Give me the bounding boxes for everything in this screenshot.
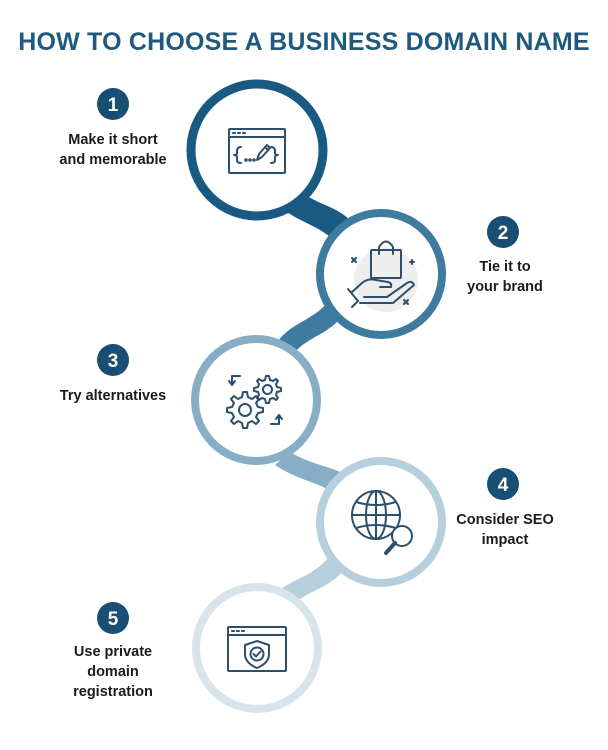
step-number-2: 2 bbox=[498, 223, 509, 244]
step-4-label: Consider SEO impact bbox=[440, 510, 570, 550]
step-badge-3: 3 bbox=[97, 344, 129, 376]
step-1-label: Make it short and memorable bbox=[38, 130, 188, 170]
step-5-label: Use private domain registration bbox=[38, 642, 188, 702]
step-5-label-line-3: registration bbox=[73, 684, 153, 700]
step-3-label-line-1: Try alternatives bbox=[59, 388, 167, 404]
step-4 bbox=[316, 457, 446, 587]
connector-2-3 bbox=[275, 300, 345, 352]
step-badge-4: 4 bbox=[487, 468, 519, 500]
step-number-1: 1 bbox=[108, 95, 119, 116]
step-4-label-line-1: Consider SEO bbox=[456, 512, 554, 528]
step-5-label-line-2: domain bbox=[87, 664, 139, 680]
hand-bag-icon bbox=[347, 240, 415, 308]
step-4-inner bbox=[336, 477, 426, 567]
step-1-label-line-2: and memorable bbox=[59, 152, 167, 168]
code-window-icon bbox=[228, 128, 286, 174]
step-badge-5: 5 bbox=[97, 602, 129, 634]
step-number-4: 4 bbox=[498, 475, 509, 496]
step-5-label-line-1: Use private bbox=[73, 644, 153, 660]
step-badge-1: 1 bbox=[97, 88, 129, 120]
globe-search-icon bbox=[351, 490, 413, 555]
step-1-label-line-1: Make it short bbox=[68, 132, 158, 148]
step-2-label-line-1: Tie it to bbox=[479, 259, 531, 275]
step-3-label: Try alternatives bbox=[38, 386, 188, 406]
step-2 bbox=[316, 209, 446, 339]
step-5 bbox=[192, 583, 322, 713]
step-1 bbox=[186, 79, 328, 221]
step-3-inner bbox=[211, 355, 301, 445]
step-number-3: 3 bbox=[108, 351, 119, 372]
gears-icon bbox=[226, 375, 283, 429]
step-2-label-line-2: your brand bbox=[467, 279, 543, 295]
step-4-label-line-2: impact bbox=[481, 532, 529, 548]
step-badge-2: 2 bbox=[487, 216, 519, 248]
secure-window-icon bbox=[227, 626, 287, 672]
step-2-label: Tie it to your brand bbox=[440, 257, 570, 297]
step-3 bbox=[191, 335, 321, 465]
step-number-5: 5 bbox=[108, 609, 119, 630]
page-title: HOW TO CHOOSE A BUSINESS DOMAIN NAME bbox=[18, 28, 590, 56]
step-1-inner bbox=[209, 102, 305, 198]
